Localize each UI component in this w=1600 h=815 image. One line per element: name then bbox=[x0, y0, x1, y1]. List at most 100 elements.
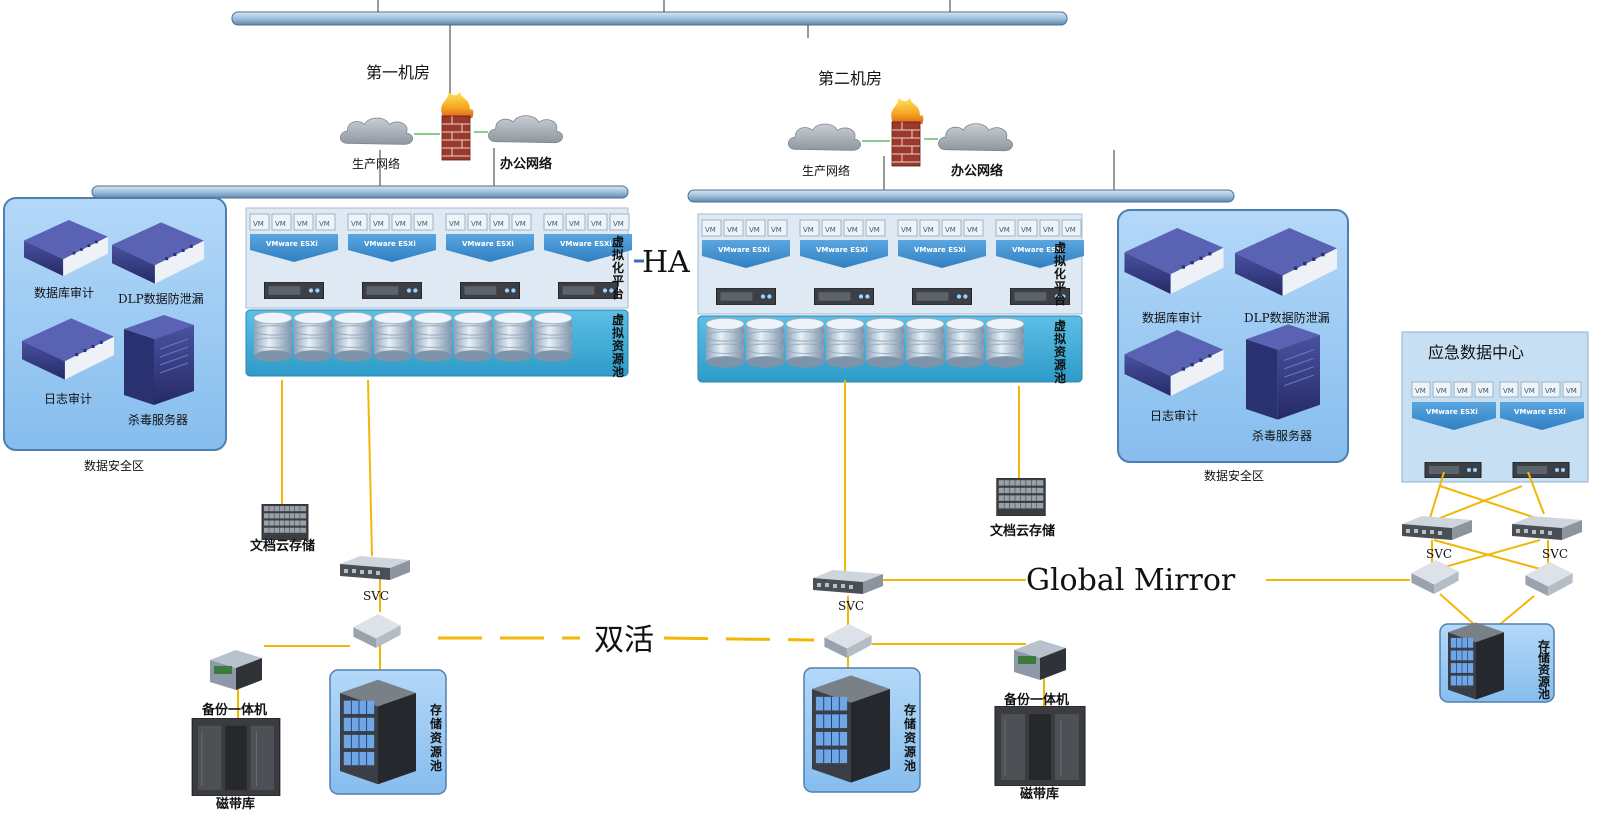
vm-label: VM bbox=[1043, 226, 1054, 234]
datastore-disk-icon bbox=[826, 318, 864, 368]
room2-platform-labels: 虚拟化平台 虚拟资源池 bbox=[1054, 240, 1066, 385]
firewall-icon bbox=[890, 98, 924, 167]
esxi-banner: VMware ESXi bbox=[348, 234, 436, 262]
vm-label: VM bbox=[803, 226, 814, 234]
production-network-cloud-icon bbox=[787, 123, 862, 151]
virtual-resource-pool-label: 虚拟资源池 bbox=[612, 312, 624, 379]
vm-label: VM bbox=[825, 226, 836, 234]
vm-label: VM bbox=[569, 220, 580, 228]
emergency-dc-title: 应急数据中心 bbox=[1428, 343, 1524, 362]
vm-tile: VM bbox=[1520, 381, 1540, 398]
antivirus-label: 杀毒服务器 bbox=[128, 412, 188, 427]
vm-label: VM bbox=[1503, 387, 1514, 395]
vm-tile: VM bbox=[745, 219, 766, 237]
esxi-label: VMware ESXi bbox=[1012, 246, 1064, 254]
vm-tile: VM bbox=[919, 219, 940, 237]
top-backbone-bus bbox=[231, 0, 1068, 95]
esxi-label: VMware ESXi bbox=[462, 240, 514, 248]
ha-label: HA bbox=[642, 245, 690, 280]
room2-office-network-label: 办公网络 bbox=[951, 163, 1003, 179]
backup-room2: 备份一体机 磁带库 bbox=[994, 640, 1086, 802]
vm-label: VM bbox=[319, 220, 330, 228]
svc-room1: SVC bbox=[340, 556, 410, 648]
security-zone-title: 数据安全区 bbox=[1204, 468, 1264, 483]
datastore-disk-icon bbox=[946, 318, 984, 368]
datastore-disk-icon bbox=[706, 318, 744, 368]
room1-office-network-label: 办公网络 bbox=[500, 156, 552, 172]
esxi-label: VMware ESXi bbox=[266, 240, 318, 248]
storage-pool-label: 存储资源池 bbox=[429, 702, 442, 773]
vm-tile: VM bbox=[865, 219, 886, 237]
esxi-banner: VMware ESXi bbox=[702, 240, 790, 268]
backup-appliance-label: 备份一体机 bbox=[1003, 692, 1069, 708]
svc-node-icon bbox=[340, 556, 410, 580]
tape-library-label: 磁带库 bbox=[1020, 786, 1059, 802]
room1-network: 第一机房 生产网络 办公网络 bbox=[91, 63, 629, 199]
db-audit-label: 数据库审计 bbox=[1142, 310, 1202, 325]
svc-room2: SVC bbox=[813, 570, 883, 658]
room2-production-network-label: 生产网络 bbox=[802, 163, 850, 178]
datastore-disk-icon bbox=[294, 312, 332, 362]
vm-label: VM bbox=[1566, 387, 1577, 395]
vm-label: VM bbox=[1065, 226, 1076, 234]
vm-tile: VM bbox=[391, 213, 412, 231]
vm-tile: VM bbox=[799, 219, 820, 237]
esxi-banner: VMware ESXi bbox=[1412, 402, 1496, 430]
vm-tile: VM bbox=[1061, 219, 1082, 237]
vm-tile: VM bbox=[995, 219, 1016, 237]
doc-cloud-storage-icon bbox=[996, 478, 1046, 516]
storage-array-icon bbox=[812, 674, 890, 784]
dlp-label: DLP数据防泄漏 bbox=[118, 291, 204, 306]
datastore-disk-icon bbox=[746, 318, 784, 368]
datastore-disk-icon bbox=[534, 312, 572, 362]
vm-tile: VM bbox=[315, 213, 336, 231]
doc-cloud-storage-room2: 文档云存储 bbox=[990, 478, 1055, 539]
room1-production-network-label: 生产网络 bbox=[352, 156, 400, 171]
host-server-icon bbox=[716, 288, 776, 305]
vm-label: VM bbox=[999, 226, 1010, 234]
vm-tile: VM bbox=[1432, 381, 1452, 398]
ha-link: HA bbox=[634, 245, 690, 280]
vm-tile: VM bbox=[565, 213, 586, 231]
vm-label: VM bbox=[727, 226, 738, 234]
storage-array-icon bbox=[340, 679, 416, 785]
vm-label: VM bbox=[1545, 387, 1556, 395]
vm-label: VM bbox=[449, 220, 460, 228]
vm-label: VM bbox=[417, 220, 428, 228]
vm-tile: VM bbox=[1017, 219, 1038, 237]
svc-label: SVC bbox=[363, 589, 389, 603]
vm-tile: VM bbox=[767, 219, 788, 237]
vm-label: VM bbox=[705, 226, 716, 234]
vm-label: VM bbox=[373, 220, 384, 228]
vm-label: VM bbox=[547, 220, 558, 228]
vm-tile: VM bbox=[1411, 381, 1431, 398]
security-zone-room2: 数据库审计 DLP数据防泄漏 日志审计 杀毒服务器 数据安全区 bbox=[1117, 209, 1349, 483]
orange-links bbox=[237, 379, 1549, 730]
vm-tile: VM bbox=[1541, 381, 1561, 398]
room1-lan-bus bbox=[91, 185, 629, 199]
vm-label: VM bbox=[253, 220, 264, 228]
storage-pool-label: 存储资源池 bbox=[903, 702, 916, 773]
backup-appliance-icon bbox=[210, 650, 262, 690]
vm-tile: VM bbox=[271, 213, 292, 231]
vm-label: VM bbox=[613, 220, 624, 228]
vm-label: VM bbox=[1436, 387, 1447, 395]
room2-lan-bus bbox=[687, 189, 1235, 203]
firewall-icon bbox=[440, 92, 474, 161]
vm-tile: VM bbox=[1474, 381, 1494, 398]
esxi-banner: VMware ESXi bbox=[1500, 402, 1584, 430]
office-network-cloud-icon bbox=[938, 123, 1014, 152]
host-server-icon bbox=[912, 288, 972, 305]
datastore-disk-icon bbox=[494, 312, 532, 362]
doc-cloud-storage-label: 文档云存储 bbox=[250, 538, 315, 554]
vm-label: VM bbox=[967, 226, 978, 234]
security-zone-title: 数据安全区 bbox=[84, 458, 144, 473]
vm-label: VM bbox=[945, 226, 956, 234]
host-server-icon bbox=[814, 288, 874, 305]
active-active-dashed-link: 双活 bbox=[438, 623, 815, 658]
